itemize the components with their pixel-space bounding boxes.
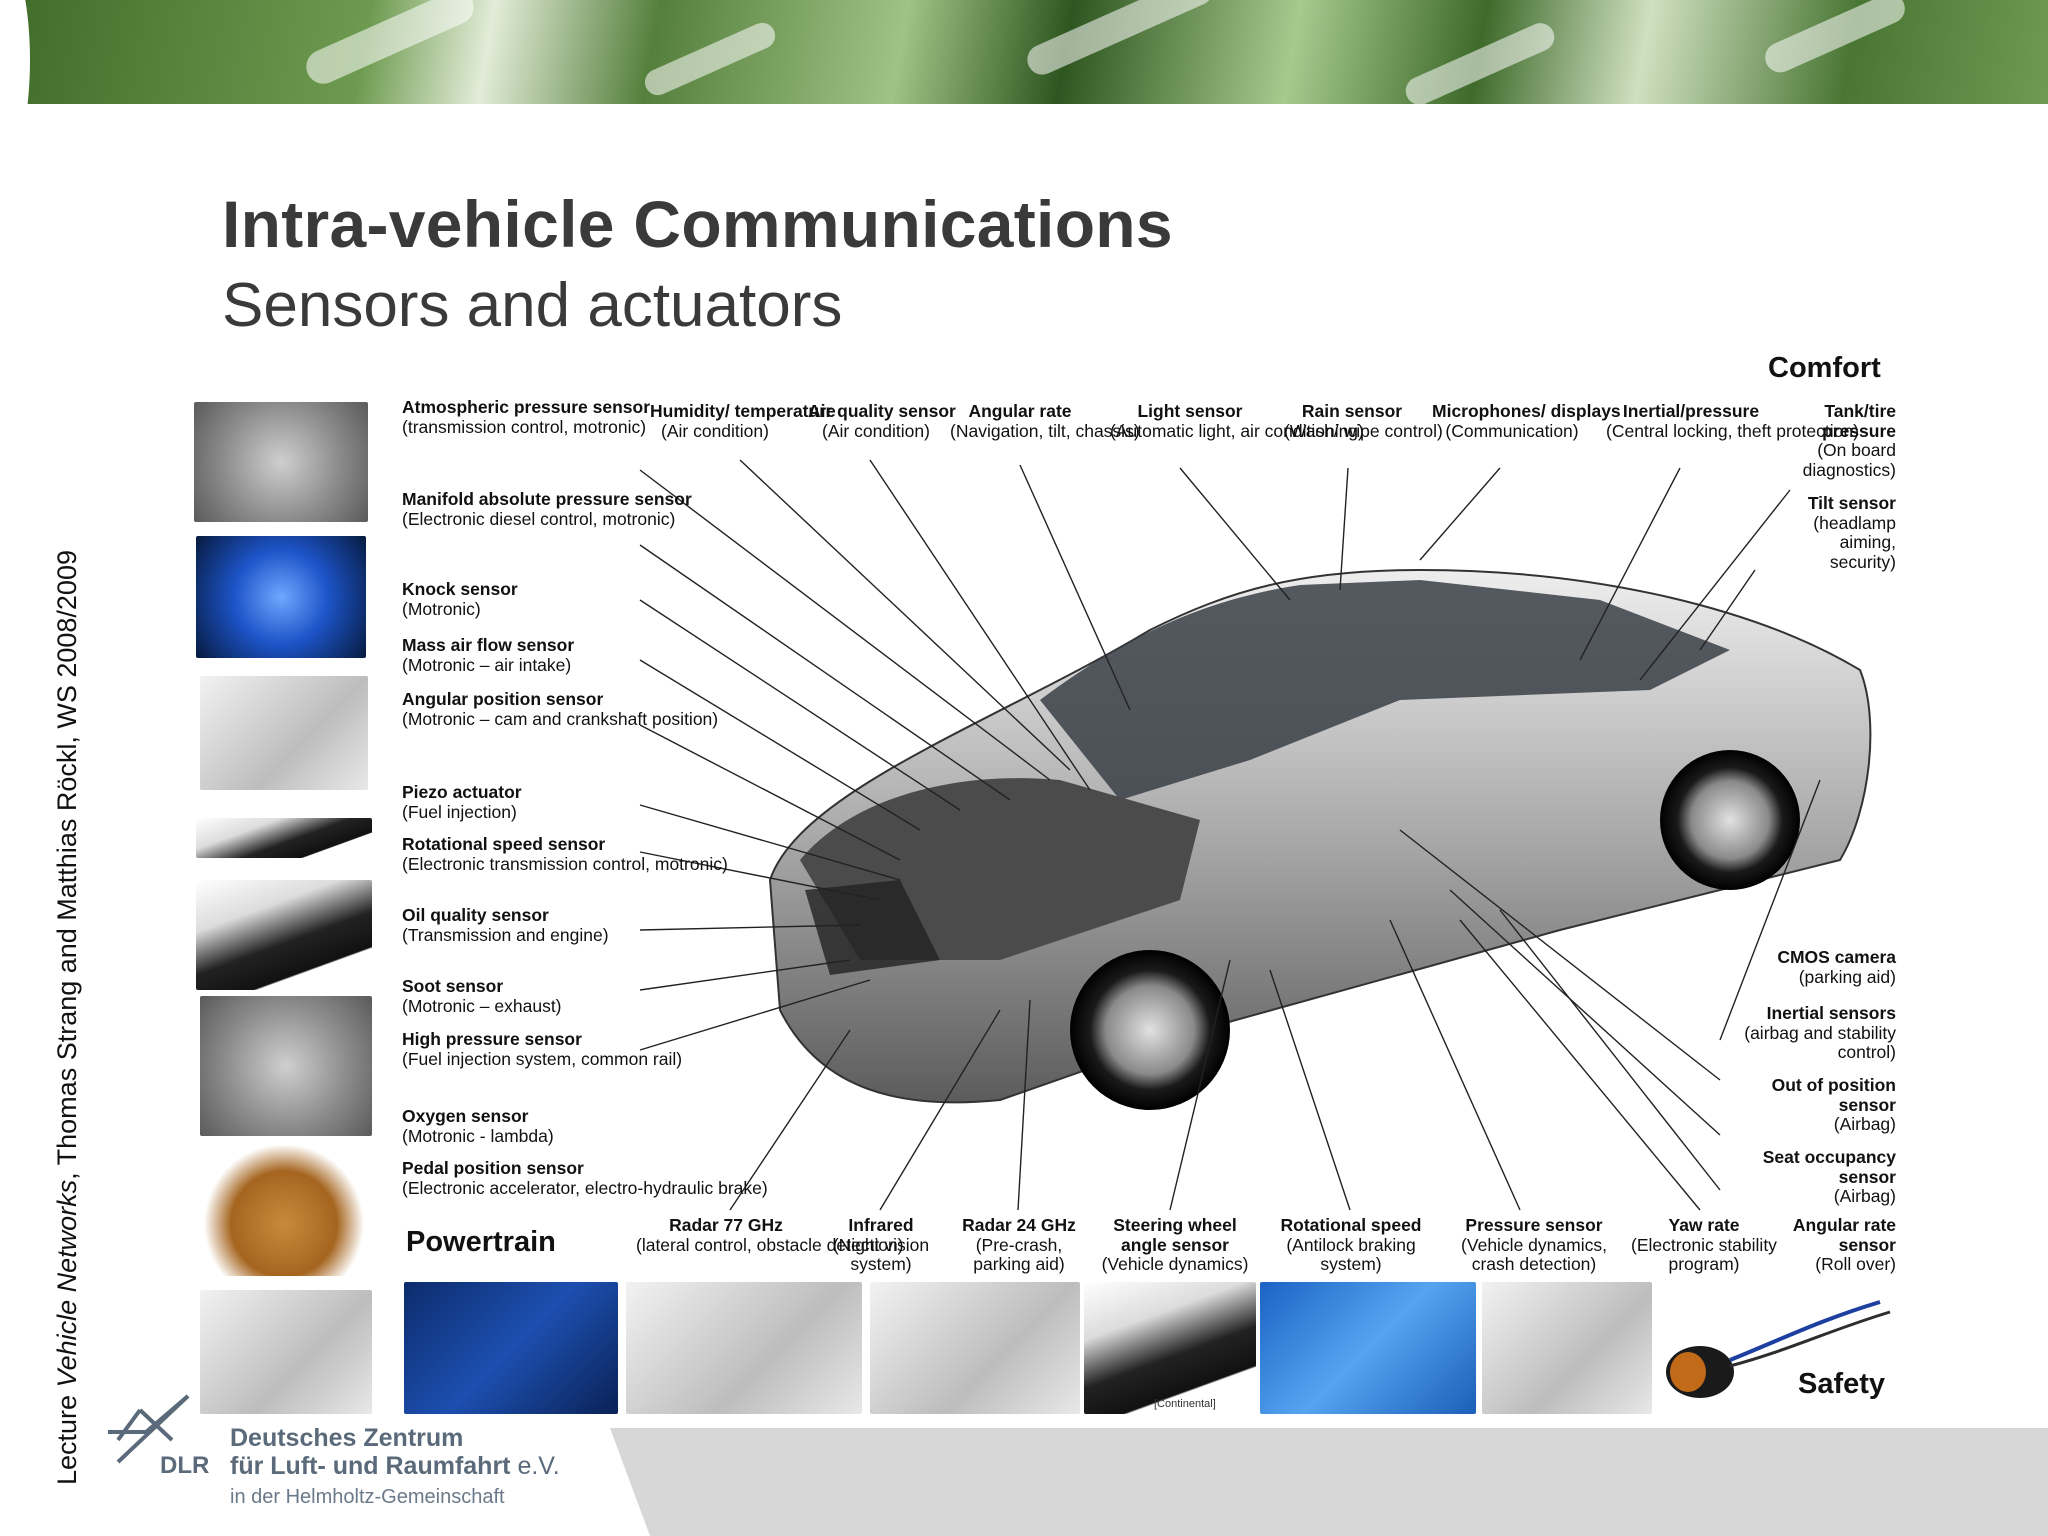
atmospheric-sensor-photo xyxy=(194,402,368,522)
label-steering-wheel: Steering wheel angle sensor(Vehicle dyna… xyxy=(1101,1215,1249,1274)
label-angular-position: Angular position sensor(Motronic – cam a… xyxy=(402,689,719,729)
header-banner xyxy=(0,0,2048,104)
label-infrared: Infrared(Night vision system) xyxy=(832,1215,930,1274)
piezo-actuator-photo xyxy=(196,818,372,858)
label-inertial-pressure: Inertial/pressure(Central locking, theft… xyxy=(1606,401,1859,441)
label-atmospheric-pressure: Atmospheric pressure sensor(transmission… xyxy=(402,397,651,437)
label-oxygen-sensor: Oxygen sensor(Motronic - lambda) xyxy=(402,1106,554,1146)
steering-sensor-photo xyxy=(1084,1282,1256,1414)
label-rain-sensor: Rain sensor(Wash/ wipe control) xyxy=(1284,401,1443,441)
front-wheel xyxy=(1070,950,1230,1110)
label-soot-sensor: Soot sensor(Motronic – exhaust) xyxy=(402,976,562,1016)
car-grille xyxy=(805,880,940,975)
slide-subtitle: Sensors and actuators xyxy=(222,271,843,340)
angular-position-photo xyxy=(200,676,368,790)
label-radar-77: Radar 77 GHz(lateral control, obstacle d… xyxy=(636,1215,904,1255)
label-yaw-rate: Yaw rate(Electronic stability program) xyxy=(1631,1215,1777,1274)
label-cmos-camera: CMOS camera(parking aid) xyxy=(1777,947,1896,987)
label-pedal-position: Pedal position sensor(Electronic acceler… xyxy=(402,1158,768,1198)
org-name-line2: für Luft- und Raumfahrt e.V. xyxy=(230,1452,560,1480)
radar-24-photo xyxy=(870,1282,1080,1414)
label-microphones: Microphones/ displays(Communication) xyxy=(1432,401,1621,441)
org-name-line3: in der Helmholtz-Gemeinschaft xyxy=(230,1486,505,1508)
label-air-quality: Air quality sensor(Air condition) xyxy=(808,401,956,441)
label-seat-occupancy: Seat occupancy sensor(Airbag) xyxy=(1762,1147,1896,1206)
chip-photo xyxy=(200,1290,372,1414)
label-oil-quality: Oil quality sensor(Transmission and engi… xyxy=(402,905,609,945)
label-manifold-pressure: Manifold absolute pressure sensor(Electr… xyxy=(402,489,692,529)
rotational-speed-photo xyxy=(1260,1282,1476,1414)
manifold-sensor-photo xyxy=(196,536,366,658)
radar-77-photo xyxy=(404,1282,618,1414)
label-angular-rate-sensor: Angular rate sensor(Roll over) xyxy=(1792,1215,1896,1274)
safety-heading: Safety xyxy=(1798,1368,1886,1400)
rear-wheel xyxy=(1660,750,1800,890)
label-mass-air-flow: Mass air flow sensor(Motronic – air inta… xyxy=(402,635,575,675)
infrared-photo xyxy=(626,1282,862,1414)
comfort-heading: Comfort xyxy=(1768,352,1881,384)
label-light-sensor: Light sensor(Automatic light, air condit… xyxy=(1110,401,1364,441)
label-tank-tire: Tank/tire pressure(On board diagnostics) xyxy=(1802,401,1896,480)
label-high-pressure: High pressure sensor(Fuel injection syst… xyxy=(402,1029,683,1069)
label-rotational-speed-abs: Rotational speed(Antilock braking system… xyxy=(1280,1215,1422,1274)
continental-caption: [Continental] xyxy=(1154,1398,1216,1410)
pedal-sensor-photo xyxy=(196,1146,372,1276)
pressure-sensor-photo xyxy=(1482,1282,1652,1414)
label-rotational-speed-sensor: Rotational speed sensor(Electronic trans… xyxy=(402,834,728,874)
slide-title: Intra-vehicle Communications xyxy=(222,187,1173,261)
label-out-of-position: Out of position sensor(Airbag) xyxy=(1771,1075,1896,1134)
label-piezo-actuator: Piezo actuator(Fuel injection) xyxy=(402,782,522,822)
label-angular-rate-top: Angular rate(Navigation, tilt, chassis) xyxy=(950,401,1140,441)
label-pressure-sensor: Pressure sensor(Vehicle dynamics, crash … xyxy=(1461,1215,1607,1274)
oil-quality-photo xyxy=(196,880,372,990)
label-humidity: Humidity/ temperature(Air condition) xyxy=(650,401,836,441)
label-knock-sensor: Knock sensor(Motronic) xyxy=(402,579,518,619)
footer-band xyxy=(610,1428,2048,1536)
label-inertial-sensors: Inertial sensors(airbag and stability co… xyxy=(1744,1003,1896,1062)
label-radar-24: Radar 24 GHz(Pre-crash, parking aid) xyxy=(962,1215,1076,1274)
high-pressure-photo xyxy=(200,996,372,1136)
powertrain-heading: Powertrain xyxy=(406,1226,556,1258)
org-name-line1: Deutsches Zentrum xyxy=(230,1424,464,1452)
car-glass xyxy=(1040,580,1730,800)
dlr-logo-icon xyxy=(108,1394,190,1464)
label-tilt-sensor: Tilt sensor(headlamp aiming, security) xyxy=(1807,493,1896,572)
dlr-logo-text: DLR xyxy=(160,1452,210,1479)
